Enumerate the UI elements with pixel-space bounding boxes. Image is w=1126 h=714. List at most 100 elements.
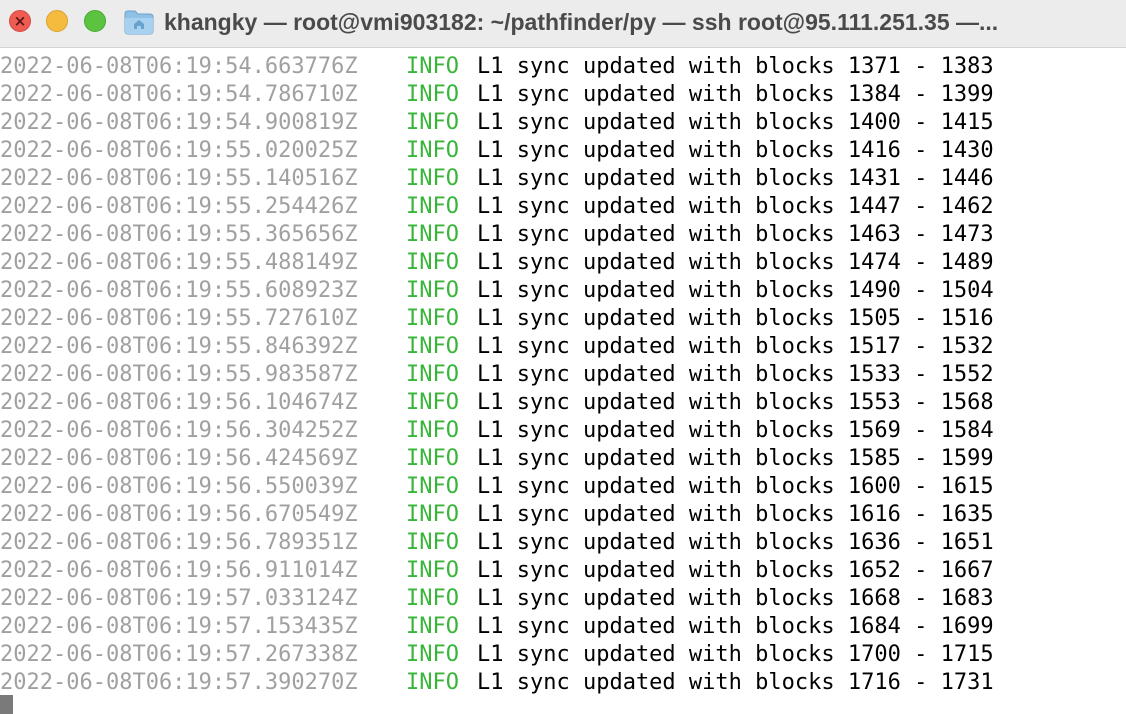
log-message: L1 sync updated with blocks 1533 - 1552 bbox=[477, 362, 994, 387]
log-level: INFO bbox=[406, 642, 459, 667]
title-bar[interactable]: × khangky — root@vmi903182: ~/pathfinder… bbox=[0, 0, 1126, 48]
log-line: 2022-06-08T06:19:56.104674Z INFO L1 sync u… bbox=[0, 389, 1126, 417]
log-message: L1 sync updated with blocks 1463 - 1473 bbox=[477, 222, 994, 247]
log-level: INFO bbox=[406, 82, 459, 107]
log-level: INFO bbox=[406, 362, 459, 387]
log-timestamp: 2022-06-08T06:19:55.365656Z bbox=[0, 222, 358, 247]
log-line: 2022-06-08T06:19:54.786710Z INFO L1 sync u… bbox=[0, 81, 1126, 109]
log-timestamp: 2022-06-08T06:19:56.304252Z bbox=[0, 418, 358, 443]
log-message: L1 sync updated with blocks 1600 - 1615 bbox=[477, 474, 994, 499]
log-message: L1 sync updated with blocks 1652 - 1667 bbox=[477, 558, 994, 583]
log-message: L1 sync updated with blocks 1684 - 1699 bbox=[477, 614, 994, 639]
log-level: INFO bbox=[406, 54, 459, 79]
log-message: L1 sync updated with blocks 1371 - 1383 bbox=[477, 54, 994, 79]
log-timestamp: 2022-06-08T06:19:54.663776Z bbox=[0, 54, 358, 79]
log-timestamp: 2022-06-08T06:19:55.983587Z bbox=[0, 362, 358, 387]
log-line: 2022-06-08T06:19:56.550039Z INFO L1 sync u… bbox=[0, 473, 1126, 501]
log-message: L1 sync updated with blocks 1474 - 1489 bbox=[477, 250, 994, 275]
close-icon: × bbox=[13, 12, 27, 30]
log-message: L1 sync updated with blocks 1431 - 1446 bbox=[477, 166, 994, 191]
log-message: L1 sync updated with blocks 1668 - 1683 bbox=[477, 586, 994, 611]
log-level: INFO bbox=[406, 418, 459, 443]
log-level: INFO bbox=[406, 250, 459, 275]
log-line: 2022-06-08T06:19:55.020025Z INFO L1 sync u… bbox=[0, 137, 1126, 165]
log-level: INFO bbox=[406, 614, 459, 639]
log-message: L1 sync updated with blocks 1553 - 1568 bbox=[477, 390, 994, 415]
log-timestamp: 2022-06-08T06:19:56.424569Z bbox=[0, 446, 358, 471]
log-message: L1 sync updated with blocks 1569 - 1584 bbox=[477, 418, 994, 443]
folder-icon bbox=[124, 10, 154, 35]
zoom-button[interactable] bbox=[84, 10, 106, 32]
log-timestamp: 2022-06-08T06:19:57.267338Z bbox=[0, 642, 358, 667]
log-message: L1 sync updated with blocks 1447 - 1462 bbox=[477, 194, 994, 219]
log-message: L1 sync updated with blocks 1416 - 1430 bbox=[477, 138, 994, 163]
log-line: 2022-06-08T06:19:55.488149Z INFO L1 sync u… bbox=[0, 249, 1126, 277]
log-message: L1 sync updated with blocks 1400 - 1415 bbox=[477, 110, 994, 135]
log-level: INFO bbox=[406, 474, 459, 499]
log-line: 2022-06-08T06:19:56.304252Z INFO L1 sync u… bbox=[0, 417, 1126, 445]
log-message: L1 sync updated with blocks 1505 - 1516 bbox=[477, 306, 994, 331]
log-timestamp: 2022-06-08T06:19:57.033124Z bbox=[0, 586, 358, 611]
log-timestamp: 2022-06-08T06:19:55.020025Z bbox=[0, 138, 358, 163]
log-timestamp: 2022-06-08T06:19:56.104674Z bbox=[0, 390, 358, 415]
log-timestamp: 2022-06-08T06:19:55.727610Z bbox=[0, 306, 358, 331]
log-line: 2022-06-08T06:19:56.911014Z INFO L1 sync u… bbox=[0, 557, 1126, 585]
log-message: L1 sync updated with blocks 1700 - 1715 bbox=[477, 642, 994, 667]
log-line: 2022-06-08T06:19:56.424569Z INFO L1 sync u… bbox=[0, 445, 1126, 473]
log-line: 2022-06-08T06:19:55.983587Z INFO L1 sync u… bbox=[0, 361, 1126, 389]
log-level: INFO bbox=[406, 558, 459, 583]
log-level: INFO bbox=[406, 110, 459, 135]
log-level: INFO bbox=[406, 306, 459, 331]
log-message: L1 sync updated with blocks 1384 - 1399 bbox=[477, 82, 994, 107]
log-message: L1 sync updated with blocks 1490 - 1504 bbox=[477, 278, 994, 303]
log-line: 2022-06-08T06:19:54.900819Z INFO L1 sync u… bbox=[0, 109, 1126, 137]
log-timestamp: 2022-06-08T06:19:56.789351Z bbox=[0, 530, 358, 555]
log-level: INFO bbox=[406, 670, 459, 695]
log-level: INFO bbox=[406, 390, 459, 415]
log-message: L1 sync updated with blocks 1636 - 1651 bbox=[477, 530, 994, 555]
log-level: INFO bbox=[406, 530, 459, 555]
log-timestamp: 2022-06-08T06:19:54.786710Z bbox=[0, 82, 358, 107]
log-message: L1 sync updated with blocks 1517 - 1532 bbox=[477, 334, 994, 359]
log-level: INFO bbox=[406, 138, 459, 163]
terminal-output[interactable]: 2022-06-08T06:19:54.663776Z INFO L1 sync u… bbox=[0, 53, 1126, 714]
log-level: INFO bbox=[406, 194, 459, 219]
window-title: khangky — root@vmi903182: ~/pathfinder/p… bbox=[164, 9, 999, 35]
minimize-button[interactable] bbox=[46, 10, 68, 32]
terminal-cursor bbox=[0, 695, 13, 714]
log-timestamp: 2022-06-08T06:19:56.911014Z bbox=[0, 558, 358, 583]
log-level: INFO bbox=[406, 334, 459, 359]
close-button[interactable]: × bbox=[9, 10, 31, 32]
log-timestamp: 2022-06-08T06:19:55.140516Z bbox=[0, 166, 358, 191]
log-message: L1 sync updated with blocks 1616 - 1635 bbox=[477, 502, 994, 527]
log-timestamp: 2022-06-08T06:19:57.390270Z bbox=[0, 670, 358, 695]
log-line: 2022-06-08T06:19:55.254426Z INFO L1 sync u… bbox=[0, 193, 1126, 221]
log-line: 2022-06-08T06:19:55.727610Z INFO L1 sync u… bbox=[0, 305, 1126, 333]
log-message: L1 sync updated with blocks 1585 - 1599 bbox=[477, 446, 994, 471]
log-line: 2022-06-08T06:19:55.608923Z INFO L1 sync u… bbox=[0, 277, 1126, 305]
log-line: 2022-06-08T06:19:54.663776Z INFO L1 sync u… bbox=[0, 53, 1126, 81]
log-timestamp: 2022-06-08T06:19:54.900819Z bbox=[0, 110, 358, 135]
log-timestamp: 2022-06-08T06:19:55.608923Z bbox=[0, 278, 358, 303]
log-line: 2022-06-08T06:19:57.390270Z INFO L1 sync u… bbox=[0, 669, 1126, 697]
log-level: INFO bbox=[406, 166, 459, 191]
log-timestamp: 2022-06-08T06:19:55.846392Z bbox=[0, 334, 358, 359]
log-message: L1 sync updated with blocks 1716 - 1731 bbox=[477, 670, 994, 695]
log-line: 2022-06-08T06:19:55.846392Z INFO L1 sync u… bbox=[0, 333, 1126, 361]
log-level: INFO bbox=[406, 278, 459, 303]
log-line: 2022-06-08T06:19:57.033124Z INFO L1 sync u… bbox=[0, 585, 1126, 613]
log-line: 2022-06-08T06:19:56.789351Z INFO L1 sync u… bbox=[0, 529, 1126, 557]
log-line: 2022-06-08T06:19:56.670549Z INFO L1 sync u… bbox=[0, 501, 1126, 529]
log-level: INFO bbox=[406, 586, 459, 611]
log-line: 2022-06-08T06:19:55.140516Z INFO L1 sync u… bbox=[0, 165, 1126, 193]
log-level: INFO bbox=[406, 446, 459, 471]
log-level: INFO bbox=[406, 502, 459, 527]
log-line: 2022-06-08T06:19:57.267338Z INFO L1 sync u… bbox=[0, 641, 1126, 669]
log-timestamp: 2022-06-08T06:19:56.550039Z bbox=[0, 474, 358, 499]
log-timestamp: 2022-06-08T06:19:55.488149Z bbox=[0, 250, 358, 275]
log-timestamp: 2022-06-08T06:19:55.254426Z bbox=[0, 194, 358, 219]
log-timestamp: 2022-06-08T06:19:56.670549Z bbox=[0, 502, 358, 527]
